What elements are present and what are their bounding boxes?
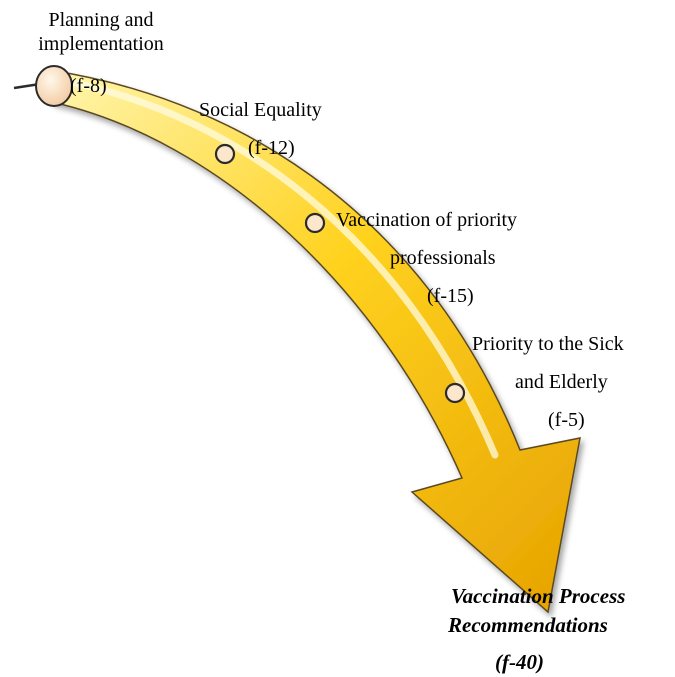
stage-label-priority-professionals-line2: professionals	[390, 247, 496, 269]
stage-node-social-equality	[214, 143, 236, 165]
stage-label-sick-elderly-line1: Priority to the Sick	[472, 333, 624, 355]
stage-label-planning: Planning and implementation	[16, 8, 186, 56]
outcome-label-line1: Vaccination Process	[451, 584, 626, 608]
outcome-label-line2: Recommendations	[448, 613, 608, 637]
stage-label-planning-line2: implementation	[38, 33, 164, 55]
stage-code-planning: (f-8)	[70, 75, 107, 97]
start-node-icon	[35, 65, 73, 107]
curved-arrow	[47, 69, 581, 614]
stage-label-planning-line1: Planning and	[48, 9, 154, 31]
stage-code-priority-professionals: (f-15)	[427, 285, 474, 307]
stage-label-sick-elderly-line2: and Elderly	[515, 371, 608, 393]
stage-code-social-equality: (f-12)	[248, 137, 295, 159]
stage-label-priority-professionals-line1: Vaccination of priority	[336, 209, 518, 231]
stage-node-sick-elderly	[444, 382, 466, 404]
arrow-highlight	[66, 78, 499, 459]
stage-code-sick-elderly: (f-5)	[548, 409, 585, 431]
outcome-code: (f-40)	[495, 650, 544, 674]
stage-label-social-equality: Social Equality	[199, 99, 322, 121]
stage-node-priority-professionals	[304, 212, 326, 234]
